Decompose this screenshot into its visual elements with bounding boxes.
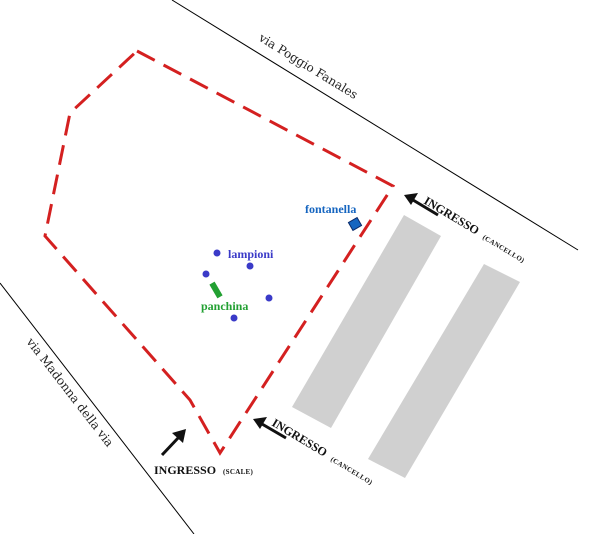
lamp-post — [246, 262, 254, 270]
lamps-label: lampioni — [228, 247, 274, 261]
fountain-label: fontanella — [305, 202, 356, 216]
lamp-post — [265, 294, 273, 302]
street-label-north: via Poggio Fanales — [256, 30, 361, 102]
bench-label: panchina — [201, 299, 248, 313]
fountain-icon — [347, 216, 363, 232]
arrow-gate-north-icon — [404, 193, 439, 217]
arrow-stairs-icon — [160, 429, 186, 457]
entrance-gate-south-label: INGRESSO (CANCELLO) — [269, 414, 378, 489]
street-line-north — [171, 0, 579, 251]
parking-strip-1 — [292, 215, 441, 428]
park-boundary — [43, 49, 396, 456]
entrance-gate-north-label: INGRESSO (CANCELLO) — [421, 192, 530, 267]
entrance-stairs-label: INGRESSO (SCALE) — [154, 461, 254, 478]
lamp-post — [213, 249, 221, 257]
arrow-gate-south-icon — [253, 417, 287, 440]
lamp-post — [230, 314, 238, 322]
bench-icon — [209, 281, 223, 299]
street-line-west — [0, 282, 195, 534]
parking-strip-2 — [368, 264, 520, 478]
street-label-west: via Madonna della via — [23, 334, 116, 449]
lamp-post — [202, 270, 210, 278]
